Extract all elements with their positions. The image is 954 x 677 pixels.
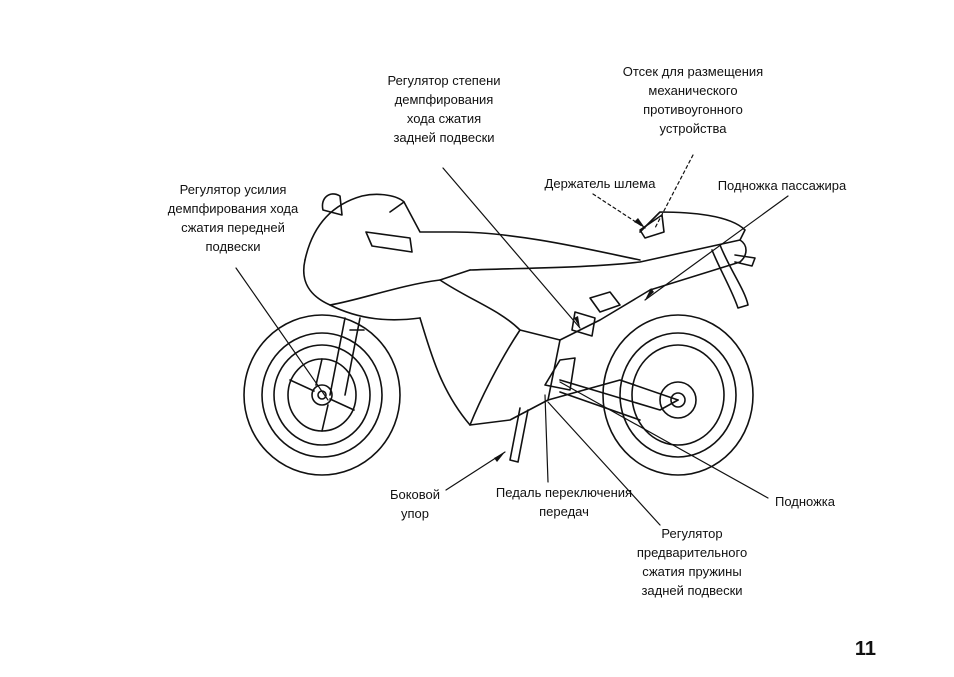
- label-shift-pedal: Педаль переключения передач: [495, 485, 633, 519]
- motorcycle-body: [303, 193, 756, 426]
- page-number: 11: [854, 638, 876, 660]
- label-front-compression-adjuster: Регулятор усилия демпфирования хода сжат…: [167, 182, 299, 254]
- label-rear-compression-adjuster: Регулятор степени демпфирования хода сжа…: [387, 73, 501, 145]
- label-antitheft-compartment: Отсек для размещения механического проти…: [622, 64, 764, 136]
- label-rear-preload-adjuster: Регулятор предварительного сжатия пружин…: [636, 526, 748, 598]
- side-stand-shape: [509, 407, 529, 463]
- arrowheads: [494, 218, 654, 462]
- label-footpeg: Подножка: [774, 494, 836, 509]
- label-passenger-footpeg: Подножка пассажира: [717, 178, 847, 193]
- rear-wheel: [602, 314, 754, 476]
- front-fork: [329, 317, 365, 396]
- label-helmet-holder: Держатель шлема: [544, 176, 656, 191]
- label-side-stand: Боковой упор: [389, 487, 441, 521]
- front-wheel: [243, 314, 401, 476]
